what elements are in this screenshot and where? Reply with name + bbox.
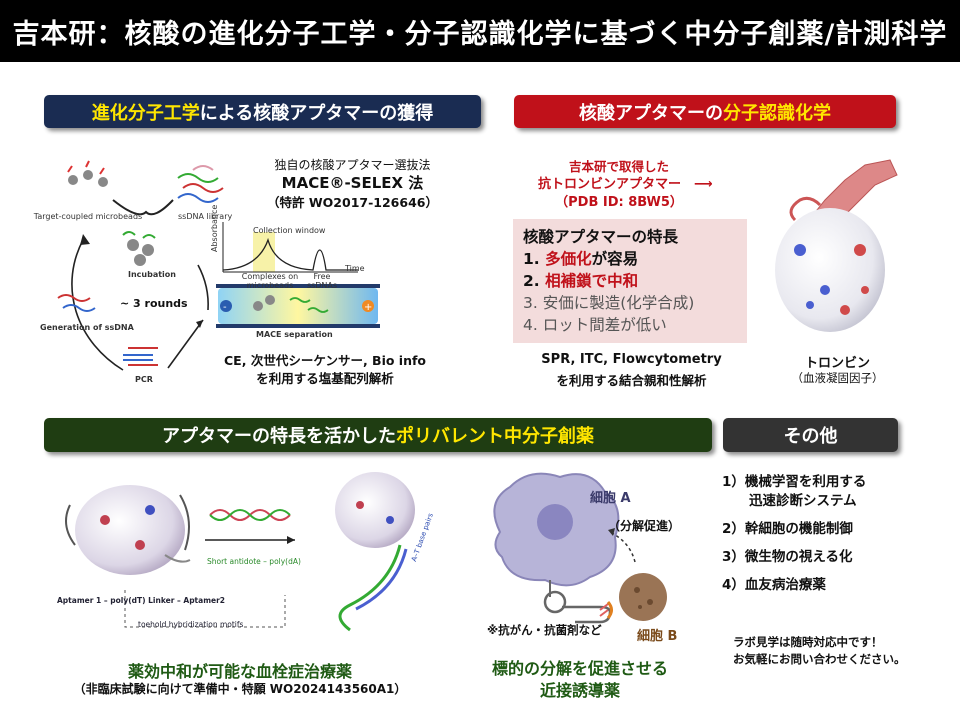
aptamer-label: Aptamer 1 – poly(dT) Linker – Aptamer2 <box>57 596 226 605</box>
svg-text:+: + <box>364 302 372 313</box>
label-pcr: PCR <box>135 375 153 384</box>
thrombin-desc: （血液凝固因子） <box>791 371 884 385</box>
other-item-3: 3）微生物の視える化 <box>722 549 853 565</box>
thrombin-aptamer-line2: 抗トロンビンアプタマー ⟶ <box>538 177 713 192</box>
antithrombotic-title: 薬効中和が可能な血栓症治療薬 <box>127 662 352 681</box>
section-header-recognition: 核酸アプタマーの分子認識化学 <box>514 95 896 128</box>
thrombin-aptamer-line1: 吉本研で取得した <box>568 159 669 174</box>
lab-visit-line1: ラボ見学は随時対応中です！ <box>733 635 883 649</box>
label-rounds: ~ 3 rounds <box>120 297 188 310</box>
promote-label: （分解促進） <box>608 519 681 533</box>
label-generation: Generation of ssDNA <box>40 323 134 332</box>
svg-text:-: - <box>223 302 227 313</box>
microbeads-icon <box>67 160 108 187</box>
section-header-evolution-text: による核酸アプタマーの獲得 <box>199 102 434 124</box>
other-item-4: 4）血友病治療薬 <box>722 577 826 593</box>
other-item-1b: 迅速診断システム <box>722 493 857 509</box>
selex-analysis-1: CE, 次世代シーケンサー, Bio info <box>224 353 426 368</box>
cell-a-label: 細胞 A <box>590 491 631 506</box>
selex-analysis-2: を利用する塩基配列解析 <box>256 371 394 386</box>
label-free: Free ssDNAs <box>306 272 338 290</box>
section-header-other: その他 <box>723 418 898 452</box>
section-header-evolution: 進化分子工学による核酸アプタマーの獲得 <box>44 95 481 128</box>
drug-note: ※抗がん・抗菌剤など <box>487 623 602 637</box>
section-header-recognition-highlight: 分子認識化学 <box>723 102 831 124</box>
binding-line1: SPR, ITC, Flowcytometry <box>541 352 722 367</box>
other-item-2: 2）幹細胞の機能制御 <box>722 521 853 537</box>
selex-intro: 独自の核酸アプタマー選抜法 <box>274 158 431 172</box>
other-list: 1）機械学習を利用する 迅速診断システム 2）幹細胞の機能制御 3）微生物の視え… <box>722 473 922 595</box>
thrombin-aptamer-pdb: （PDB ID: 8BW5） <box>555 195 683 210</box>
antithrombotic-sub: （非臨床試験に向けて準備中・特願 WO2024143560A1） <box>73 682 407 696</box>
label-time: Time <box>345 264 365 273</box>
selex-patent: （特許 WO2017-126646） <box>267 195 438 210</box>
selex-name: MACE®-SELEX 法 <box>281 174 424 192</box>
label-microbeads: Target-coupled microbeads <box>33 212 143 221</box>
degradation-title-1: 標的の分解を促進させる <box>491 659 668 678</box>
section-header-recognition-text: 核酸アプタマーの <box>579 102 723 124</box>
feature-title: 核酸アプタマーの特長 <box>523 228 679 246</box>
antidote-label: Short antidote – poly(dA) <box>207 557 301 566</box>
section-header-polyvalent-highlight: ポリバレント中分子創薬 <box>396 426 594 447</box>
feature-item-3: 3. 安価に製造(化学合成) <box>523 294 695 312</box>
label-incubation: Incubation <box>128 270 176 279</box>
label-collection: Collection window <box>253 226 326 235</box>
label-complexes: Complexes on microbeads <box>241 272 299 290</box>
toehold-label: toehold hybridization motifs <box>138 620 244 629</box>
label-separation: MACE separation <box>256 330 333 339</box>
label-absorbance: Absorbance <box>210 204 219 252</box>
section-header-evolution-highlight: 進化分子工学 <box>91 102 200 124</box>
thrombin-structure-image <box>775 159 898 332</box>
antithrombotic-diagram <box>65 472 415 632</box>
feature-item-4: 4. ロット間差が低い <box>523 316 667 334</box>
ssdna-library-icon <box>177 165 224 203</box>
generation-icon <box>57 294 96 312</box>
page-title: 吉本研：核酸の進化分子工学・分子認識化学に基づく中分子創薬/計測科学 <box>0 0 960 62</box>
feature-box: 核酸アプタマーの特長 1. 多価化が容易 2. 相補鎖で中和 3. 安価に製造(… <box>513 219 747 343</box>
other-item-1a: 1）機械学習を利用する <box>722 474 867 490</box>
section-header-polyvalent-text: アプタマーの特長を活かした <box>162 426 396 447</box>
feature-item-1: 1. 多価化が容易 <box>523 250 639 268</box>
label-library: ssDNA library <box>178 212 233 221</box>
pcr-icon <box>123 347 158 366</box>
thrombin-name: トロンビン <box>804 356 870 371</box>
binding-line2: を利用する結合親和性解析 <box>556 373 707 388</box>
incubation-icon <box>122 231 156 266</box>
degradation-diagram <box>493 472 667 624</box>
degradation-title-2: 近接誘導薬 <box>539 681 620 700</box>
feature-item-2: 2. 相補鎖で中和 <box>523 272 639 290</box>
lab-visit-line2: お気軽にお問い合わせください。 <box>733 652 906 666</box>
section-header-polyvalent: アプタマーの特長を活かしたポリバレント中分子創薬 <box>44 418 712 452</box>
selex-cycle-diagram: - + <box>57 160 380 371</box>
electropherogram <box>222 222 358 273</box>
cell-b-label: 細胞 B <box>637 629 678 644</box>
mace-capillary: - + <box>216 284 380 328</box>
